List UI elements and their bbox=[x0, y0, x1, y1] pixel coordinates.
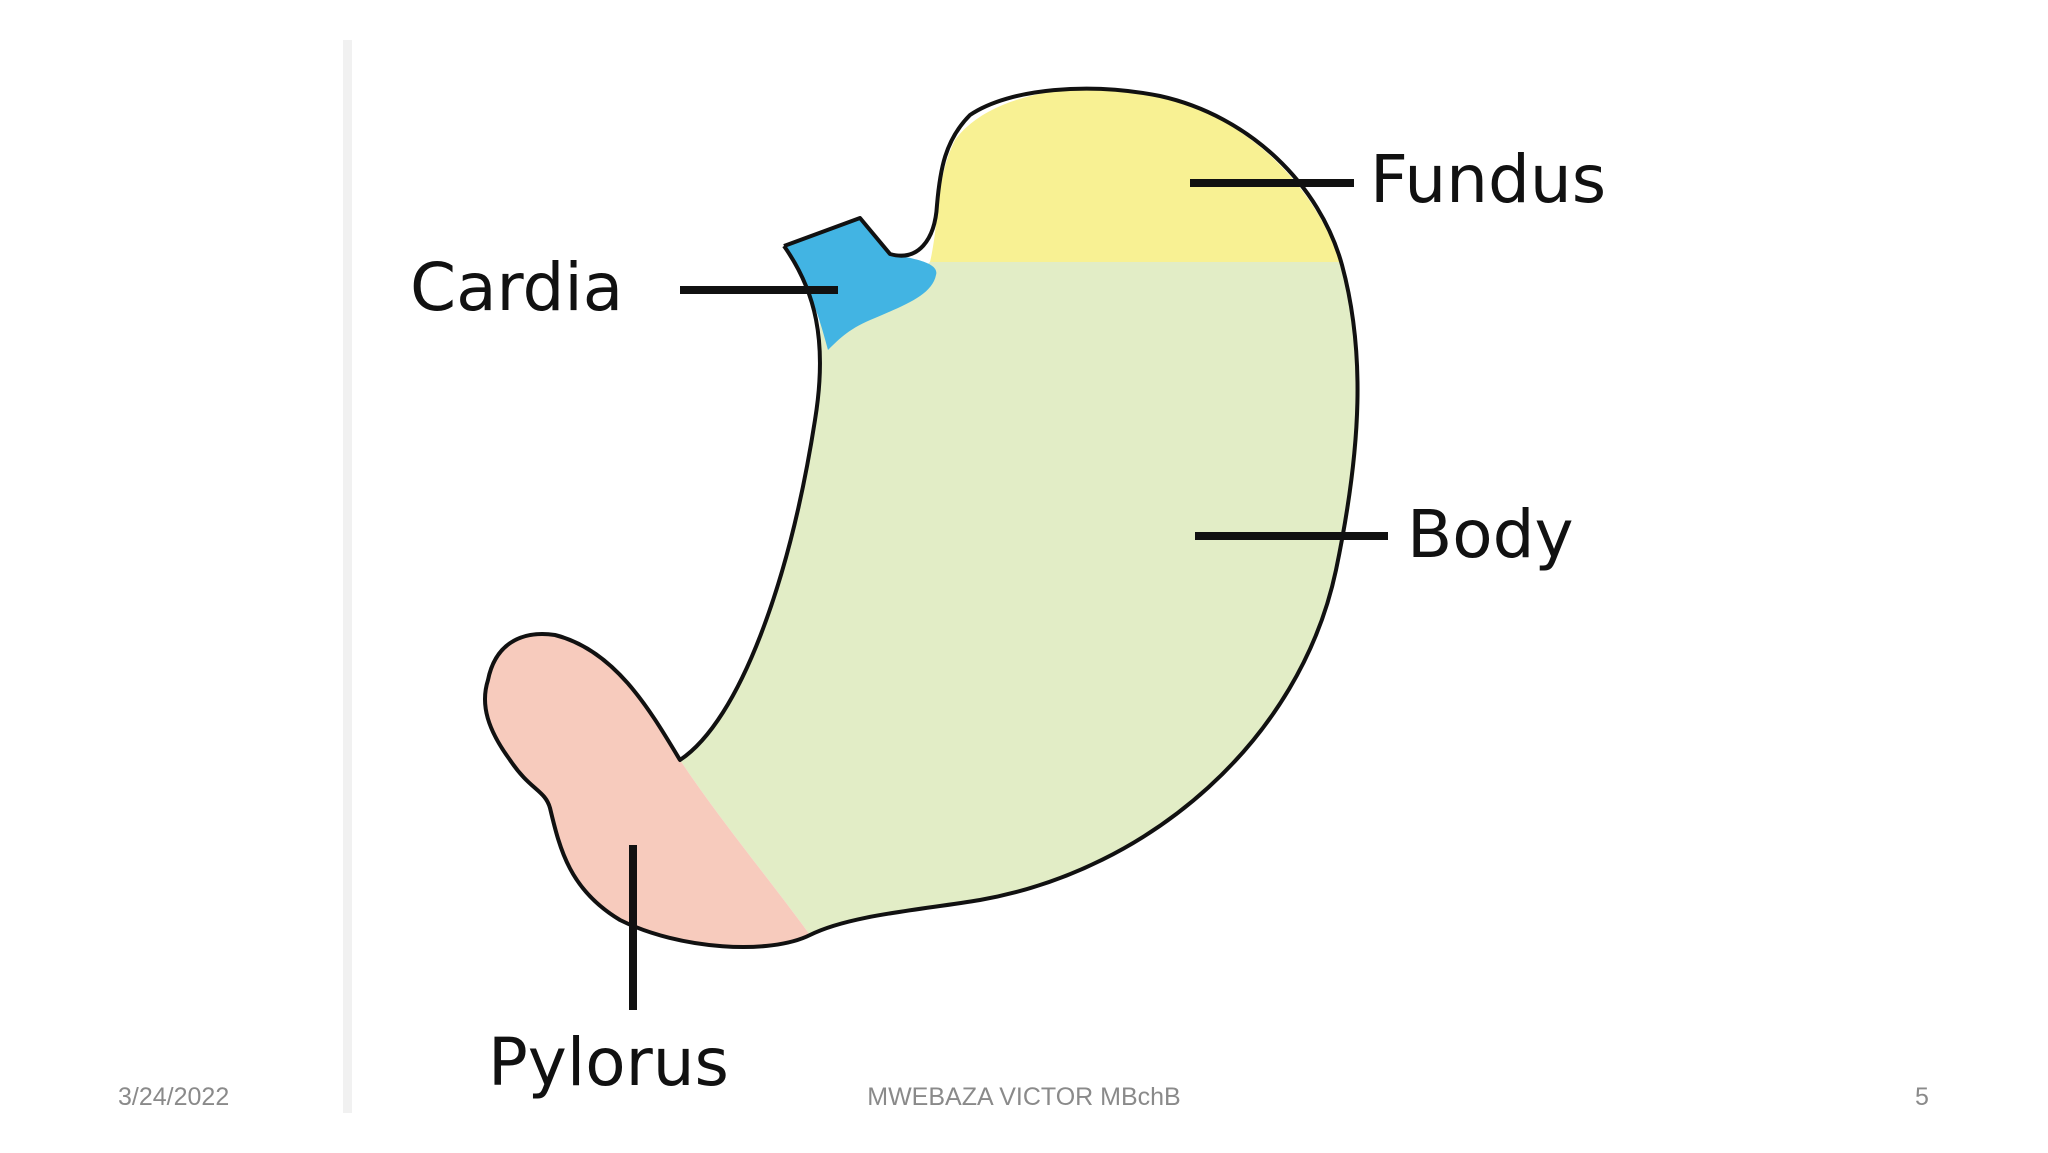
label-pylorus: Pylorus bbox=[488, 1024, 729, 1101]
label-body: Body bbox=[1407, 496, 1574, 573]
label-fundus: Fundus bbox=[1370, 141, 1606, 218]
slide-divider bbox=[343, 40, 352, 1113]
label-cardia: Cardia bbox=[410, 249, 623, 326]
region-fundus bbox=[930, 88, 1340, 262]
region-cardia bbox=[784, 218, 937, 350]
region-pylorus bbox=[484, 634, 810, 947]
region-body bbox=[680, 262, 1360, 935]
stomach-outline bbox=[483, 86, 1360, 949]
footer-page-number: 5 bbox=[1915, 1083, 1929, 1111]
footer-author: MWEBAZA VICTOR MBchB bbox=[867, 1083, 1181, 1111]
footer-date: 3/24/2022 bbox=[118, 1083, 230, 1111]
